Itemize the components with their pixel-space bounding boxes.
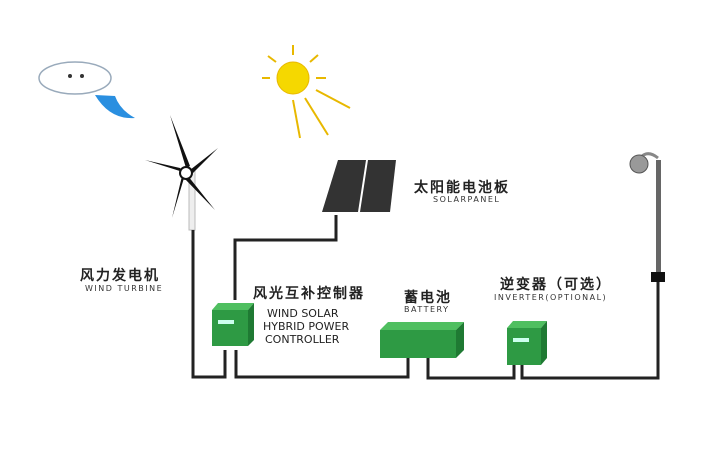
battery-label-en: BATTERY bbox=[404, 305, 450, 314]
solar-panel-icon bbox=[322, 160, 396, 212]
solar-label-en: SOLARPANEL bbox=[433, 195, 501, 204]
controller-box-icon bbox=[212, 303, 254, 346]
sun-icon bbox=[262, 45, 351, 139]
inverter-box-icon bbox=[507, 321, 547, 365]
wires bbox=[191, 215, 660, 380]
battery-label-zh: 蓄电池 bbox=[404, 290, 452, 306]
wind-label-en: WIND TURBINE bbox=[85, 284, 164, 293]
inverter-label-zh: 逆变器（可选） bbox=[500, 277, 612, 293]
street-lamp-icon bbox=[629, 152, 665, 282]
wind-turbine-icon bbox=[145, 115, 218, 231]
inverter-label-en: INVERTER(OPTIONAL) bbox=[494, 293, 608, 302]
controller-label-en1: WIND SOLAR bbox=[267, 307, 339, 320]
cloud-icon bbox=[38, 61, 135, 119]
battery-box-icon bbox=[380, 322, 464, 358]
controller-label-zh: 风光互补控制器 bbox=[253, 286, 365, 302]
wind-label-zh: 风力发电机 bbox=[80, 268, 160, 284]
controller-label-en3: CONTROLLER bbox=[265, 333, 340, 346]
controller-label-en2: HYBRID POWER bbox=[263, 320, 350, 333]
solar-label-zh: 太阳能电池板 bbox=[414, 180, 510, 196]
